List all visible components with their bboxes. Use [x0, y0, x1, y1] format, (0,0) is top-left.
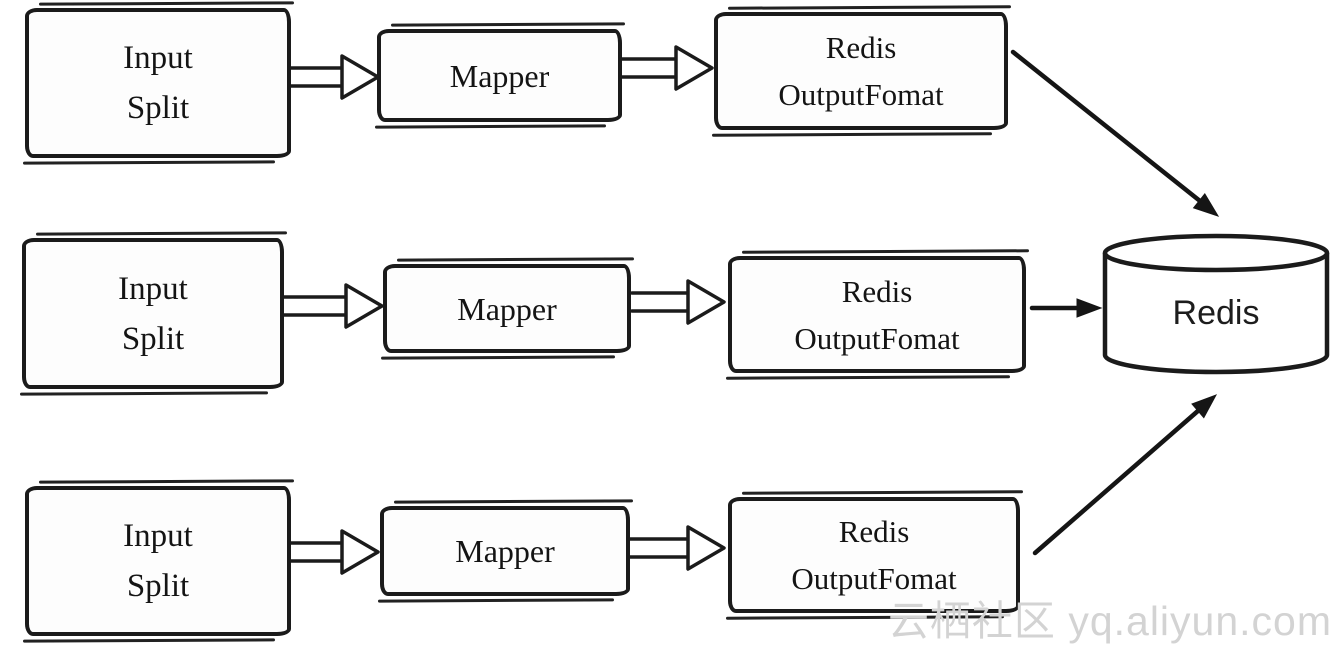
block-arrow-right-icon	[279, 283, 384, 329]
redis-outputformat-label-line2: OutputFomat	[791, 561, 957, 596]
redis-outputformat-box: Redis OutputFomat	[728, 256, 1026, 373]
redis-outputformat-box: Redis OutputFomat	[714, 12, 1008, 130]
block-arrow-right-icon	[627, 525, 726, 571]
input-split-label-line1: Input	[118, 270, 188, 307]
input-split-box: Input Split	[22, 238, 284, 389]
mapper-box: Mapper	[377, 29, 622, 122]
input-split-box: Input Split	[25, 486, 291, 636]
redis-outputformat-label-line2: OutputFomat	[778, 77, 944, 112]
arrow-down-right-icon	[1010, 49, 1220, 217]
input-split-label-line2: Split	[126, 568, 190, 604]
mapper-label: Mapper	[457, 290, 557, 327]
mapper-label: Mapper	[455, 533, 555, 569]
input-split-label-line2: Split	[121, 320, 185, 357]
redis-outputformat-label-line1: Redis	[825, 30, 897, 65]
mapper-box: Mapper	[380, 506, 630, 596]
redis-store-label: Redis	[1172, 294, 1260, 332]
arrow-right-icon	[1029, 298, 1103, 318]
input-split-box: Input Split	[25, 8, 291, 158]
arrow-up-right-icon	[1032, 394, 1218, 556]
input-split-label-line1: Input	[123, 518, 193, 554]
mapper-box: Mapper	[383, 264, 631, 353]
input-split-label-line1: Input	[123, 40, 193, 76]
block-arrow-right-icon	[620, 45, 714, 91]
block-arrow-right-icon	[289, 529, 380, 575]
redis-outputformat-label-line2: OutputFomat	[794, 320, 960, 356]
redis-outputformat-label-line1: Redis	[841, 273, 913, 309]
input-split-label-line2: Split	[126, 90, 190, 126]
block-arrow-right-icon	[630, 279, 726, 325]
block-arrow-right-icon	[288, 54, 380, 100]
redis-outputformat-label-line1: Redis	[838, 514, 910, 549]
redis-outputformat-box: Redis OutputFomat	[728, 497, 1020, 613]
database-cylinder-icon	[1102, 233, 1330, 375]
mapper-label: Mapper	[449, 57, 550, 94]
watermark: 云栖社区 yq.aliyun.com	[887, 598, 1332, 644]
